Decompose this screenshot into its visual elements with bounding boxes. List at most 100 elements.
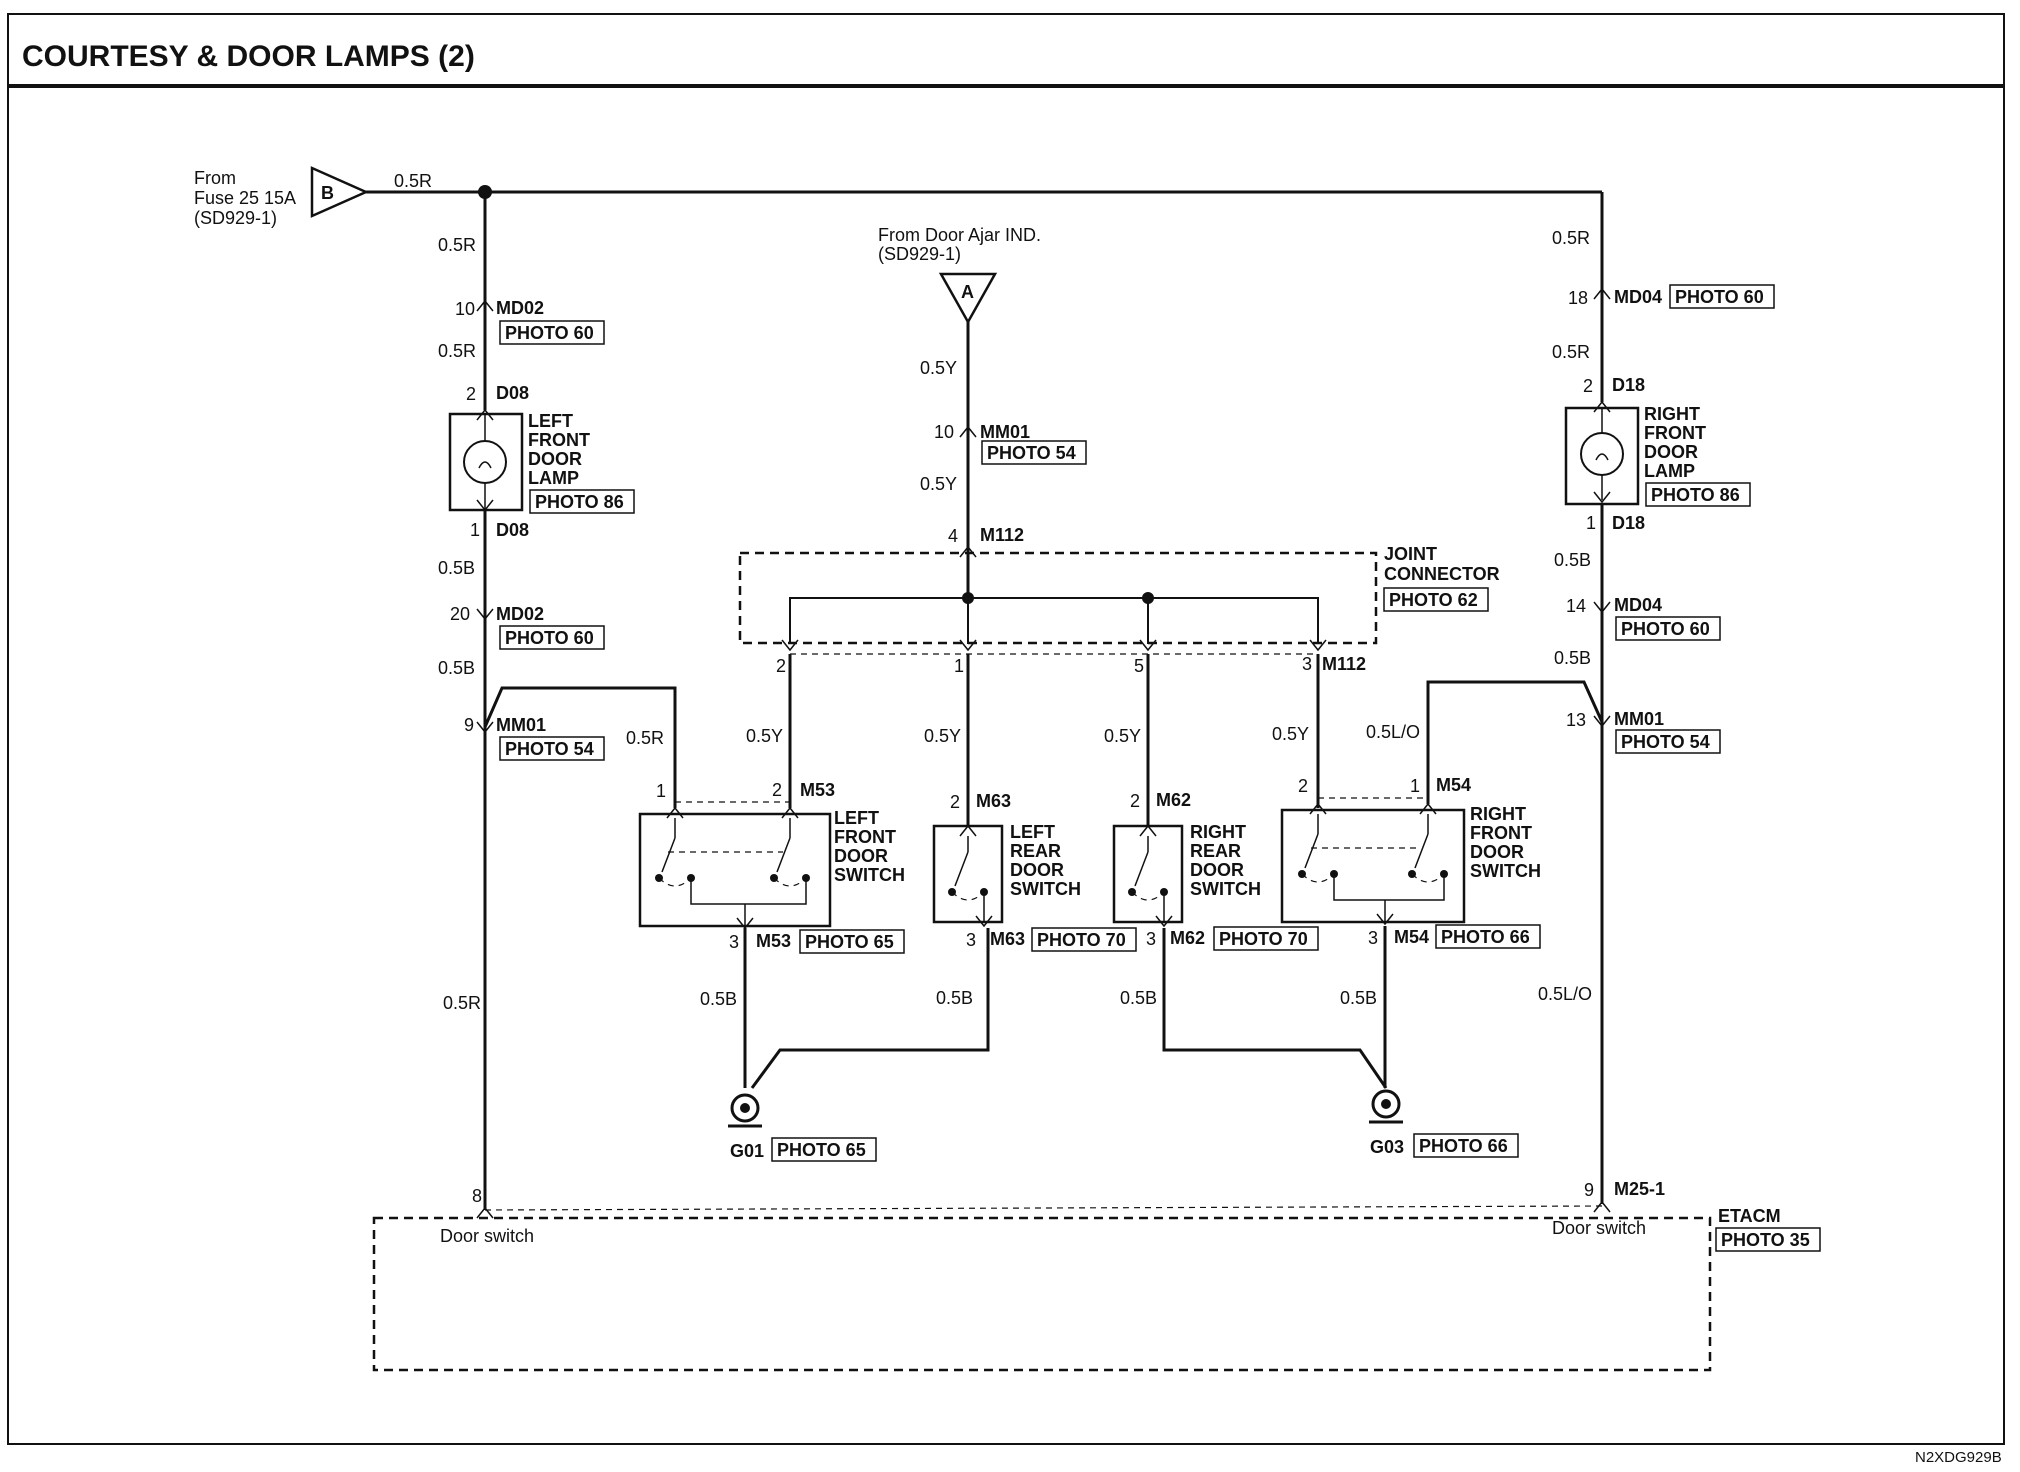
component-label: FRONT <box>1644 423 1706 443</box>
etacm-module <box>372 1200 1712 1372</box>
ground-g03 <box>1369 1089 1403 1124</box>
document-code: N2XDG929B <box>1915 1449 2002 1466</box>
joint-dot <box>962 592 974 604</box>
pin-number: 8 <box>472 1186 482 1206</box>
lf-switch-feed-wire <box>483 686 677 808</box>
pin-number: 3 <box>729 932 739 952</box>
pin-number: 10 <box>455 299 475 319</box>
component-label: SWITCH <box>1010 879 1081 899</box>
ground-g03-label: G03 <box>1370 1137 1404 1157</box>
page-frame <box>7 13 2005 1445</box>
fuse-source-line2: Fuse 25 15A <box>194 188 296 208</box>
pin-number: 9 <box>1584 1180 1594 1200</box>
rf-switch-feed-wire <box>1426 680 1604 804</box>
pin-number: 2 <box>1130 791 1140 811</box>
svg-text:PHOTO 54: PHOTO 54 <box>1621 732 1710 752</box>
connector-d18: D18 <box>1612 375 1645 395</box>
component-label: SWITCH <box>1470 861 1541 881</box>
connector-mm01: MM01 <box>1614 709 1664 729</box>
connector-m62: M62 <box>1156 790 1191 810</box>
component-label: RIGHT <box>1190 822 1246 842</box>
connector-m63: M63 <box>990 929 1025 949</box>
pin-number: 18 <box>1568 288 1588 308</box>
component-label: REAR <box>1190 841 1241 861</box>
pin-number: 2 <box>950 792 960 812</box>
component-label: JOINT <box>1384 544 1437 564</box>
right-front-door-lamp <box>1564 400 1640 506</box>
diagram-title: COURTESY & DOOR LAMPS (2) <box>22 40 475 73</box>
ground-wires <box>743 926 1388 1089</box>
connector-m62: M62 <box>1170 928 1205 948</box>
door-switch-input-right: Door switch <box>1552 1218 1646 1238</box>
door-ajar-line1: From Door Ajar IND. <box>878 225 1041 245</box>
photo-ref: PHOTO 60 <box>1669 284 1775 309</box>
connector-chevron <box>476 721 494 734</box>
connector-chevron <box>476 608 494 621</box>
svg-text:PHOTO 70: PHOTO 70 <box>1219 929 1308 949</box>
photo-ref: PHOTO 54 <box>1615 729 1721 754</box>
pin-number: 2 <box>1583 376 1593 396</box>
wire-label: 0.5B <box>936 988 973 1008</box>
door-ajar-line2: (SD929-1) <box>878 244 961 264</box>
connector-d08: D08 <box>496 383 529 403</box>
wire-label: 0.5R <box>438 235 476 255</box>
wire-label: 0.5L/O <box>1366 722 1420 742</box>
supply-bus-wire <box>366 185 1602 199</box>
component-label: DOOR <box>1010 860 1064 880</box>
left-front-door-lamp <box>448 408 524 512</box>
svg-text:PHOTO 60: PHOTO 60 <box>1621 619 1710 639</box>
wire-label: 0.5Y <box>920 474 957 494</box>
connector-mm01: MM01 <box>496 715 546 735</box>
svg-text:PHOTO 65: PHOTO 65 <box>777 1140 866 1160</box>
component-label: LEFT <box>528 411 573 431</box>
joint-connector <box>738 545 1378 655</box>
fuse-source: B From Fuse 25 15A (SD929-1) <box>194 166 370 228</box>
component-label: LEFT <box>1010 822 1055 842</box>
svg-text:PHOTO 35: PHOTO 35 <box>1721 1230 1810 1250</box>
pin-number: 2 <box>776 656 786 676</box>
left-front-door-switch <box>638 801 832 930</box>
svg-text:PHOTO 62: PHOTO 62 <box>1389 590 1478 610</box>
svg-text:PHOTO 66: PHOTO 66 <box>1441 927 1530 947</box>
photo-ref: PHOTO 60 <box>499 625 605 650</box>
component-label: SWITCH <box>834 865 905 885</box>
component-label: LAMP <box>528 468 579 488</box>
left-rear-door-switch <box>932 824 1004 928</box>
wire-label: 0.5R <box>394 171 432 191</box>
photo-ref: PHOTO 70 <box>1213 926 1319 951</box>
component-label: DOOR <box>528 449 582 469</box>
pin-number: 10 <box>934 422 954 442</box>
wire-label: 0.5B <box>1340 988 1377 1008</box>
svg-text:PHOTO 60: PHOTO 60 <box>1675 287 1764 307</box>
connector-m112: M112 <box>1322 654 1366 674</box>
component-label: DOOR <box>1470 842 1524 862</box>
connector-md04: MD04 <box>1614 595 1662 615</box>
pin-number: 5 <box>1134 656 1144 676</box>
connector-m53: M53 <box>756 931 791 951</box>
right-rear-door-switch <box>1112 824 1184 928</box>
pin-number: 14 <box>1566 596 1586 616</box>
fuse-source-line1: From <box>194 168 236 188</box>
connector-m53: M53 <box>800 780 835 800</box>
right-front-door-switch <box>1280 797 1466 926</box>
photo-ref: PHOTO 86 <box>1645 482 1751 507</box>
etacm-label: ETACM <box>1718 1206 1781 1226</box>
component-label: SWITCH <box>1190 879 1261 899</box>
wire-label: 0.5R <box>438 341 476 361</box>
pin-number: 9 <box>464 715 474 735</box>
connector-md02: MD02 <box>496 298 544 318</box>
connector-chevron <box>1593 287 1611 300</box>
wire-label: 0.5B <box>1120 988 1157 1008</box>
fuse-source-line3: (SD929-1) <box>194 208 277 228</box>
switch-signal-wires <box>788 654 1320 826</box>
svg-text:PHOTO 60: PHOTO 60 <box>505 323 594 343</box>
pin-number: 2 <box>1298 776 1308 796</box>
source-a-mark: A <box>961 282 974 302</box>
svg-text:PHOTO 70: PHOTO 70 <box>1037 930 1126 950</box>
pin-number: 1 <box>470 520 480 540</box>
component-label: RIGHT <box>1470 804 1526 824</box>
ground-g01 <box>728 1093 762 1128</box>
pin-number: 2 <box>466 384 476 404</box>
wire-label: 0.5Y <box>1272 724 1309 744</box>
